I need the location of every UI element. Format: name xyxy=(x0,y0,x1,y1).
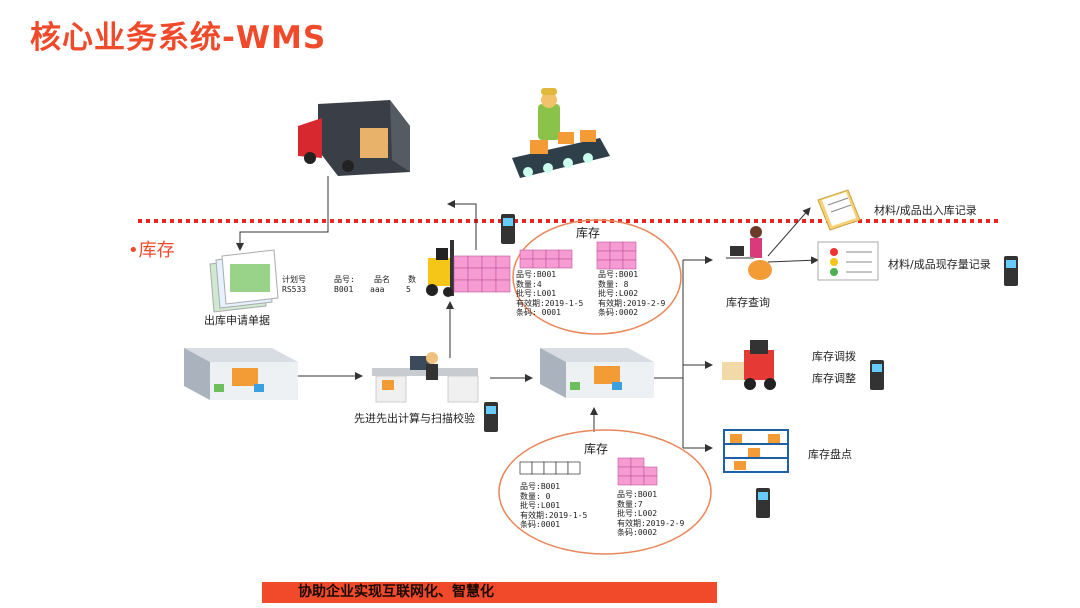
scanner-icon-2 xyxy=(484,402,498,432)
inventory-bottom-title: 库存 xyxy=(584,442,609,456)
plan-header-qty: 数 xyxy=(408,275,416,284)
inventory-top-left-lot: 批号:L001 xyxy=(516,289,557,298)
adjust-label: 库存调整 xyxy=(812,372,856,385)
outbound-doc-label: 出库申请单据 xyxy=(204,314,270,327)
plan-value-name: aaa xyxy=(370,285,385,294)
inventory-bottom-left-qty: 数量: 0 xyxy=(520,491,551,501)
section-tag: •库存 xyxy=(128,240,175,261)
footer-banner: 协助企业实现互联网化、智慧化 xyxy=(262,582,717,603)
plan-value-plan: RS533 xyxy=(282,285,307,294)
inventory-bottom-ellipse xyxy=(498,429,712,555)
scanner-icon-3 xyxy=(1004,256,1018,286)
pink-boxes-top-left xyxy=(519,249,573,269)
plan-header-plan: 计划号 xyxy=(282,275,306,284)
desk-worker-icon xyxy=(372,352,479,403)
inventory-top-right-expiry: 有效期:2019-2-9 xyxy=(598,298,666,308)
arrow-truck-to-docs xyxy=(236,176,329,251)
empty-boxes-bottom-left xyxy=(519,461,581,475)
inventory-top-right-lot: 批号:L002 xyxy=(598,289,639,298)
transfer-forklift-icon xyxy=(722,340,776,390)
scanner-icon-4 xyxy=(870,360,884,390)
arrow-query-to-inout xyxy=(767,207,811,257)
inventory-bottom-left-expiry: 有效期:2019-1-5 xyxy=(520,510,588,520)
inventory-top-ellipse xyxy=(512,219,682,335)
forklift-icon xyxy=(426,240,454,297)
inventory-bottom-right-item: 品号:B001 xyxy=(617,490,658,499)
scanner-icon-1 xyxy=(501,214,515,244)
inventory-top-left-list: 品号:B001 数量:4 批号:L001 有效期:2019-1-5 条码: 00… xyxy=(516,270,583,318)
plan-value-item: B001 xyxy=(334,285,354,294)
inventory-top-left-item: 品号:B001 xyxy=(516,270,557,279)
inventory-top-right-barcode: 条码:0002 xyxy=(598,308,639,317)
shelf-icon xyxy=(723,429,789,473)
pink-boxes-bottom-right xyxy=(617,457,658,486)
inventory-top-left-qty: 数量:4 xyxy=(516,279,542,289)
fifo-scan-label: 先进先出计算与扫描校验 xyxy=(354,412,475,425)
document-stack-icon xyxy=(209,249,279,313)
inventory-query-label: 库存查询 xyxy=(726,296,770,309)
inventory-bottom-right-list: 品号:B001 数量:7 批号:L002 有效期:2019-2-9 条码:000… xyxy=(617,490,684,538)
stocktake-label: 库存盘点 xyxy=(808,448,852,461)
inventory-top-right-qty: 数量: 8 xyxy=(598,279,629,289)
arrow-query-to-current xyxy=(767,256,819,265)
inventory-top-left-barcode: 条码: 0001 xyxy=(516,308,561,317)
current-stock-record-label: 材料/成品现存量记录 xyxy=(888,258,991,271)
inventory-bottom-left-item: 品号:B001 xyxy=(520,482,561,491)
inventory-bottom-left-lot: 批号:L001 xyxy=(520,501,561,510)
inventory-top-title: 库存 xyxy=(576,226,601,240)
query-user-icon xyxy=(726,226,772,280)
plan-header-name: 品名 xyxy=(374,275,390,284)
pink-box-stack-forklift xyxy=(453,255,511,293)
scanner-icon-5 xyxy=(756,488,770,518)
clipboard-icon xyxy=(817,189,861,231)
warehouse-room-icon-1 xyxy=(184,348,298,400)
conveyor-worker-icon xyxy=(512,88,610,178)
stock-report-icon xyxy=(817,241,879,281)
warehouse-room-icon-2 xyxy=(540,348,654,398)
arrow-forklift-up xyxy=(447,200,477,250)
transfer-label: 库存调拨 xyxy=(812,350,856,363)
inventory-top-right-item: 品号:B001 xyxy=(598,270,639,279)
inventory-top-right-list: 品号:B001 数量: 8 批号:L002 有效期:2019-2-9 条码:00… xyxy=(598,270,665,318)
inventory-bottom-left-barcode: 条码:0001 xyxy=(520,520,561,529)
inventory-bottom-right-expiry: 有效期:2019-2-9 xyxy=(617,518,685,528)
truck-icon xyxy=(298,100,410,176)
plan-header-item: 品号: xyxy=(334,275,355,284)
page-title: 核心业务系统-WMS xyxy=(30,20,327,56)
inventory-bottom-right-barcode: 条码:0002 xyxy=(617,528,658,537)
pink-boxes-top-right xyxy=(596,241,637,270)
inventory-bottom-right-qty: 数量:7 xyxy=(617,499,643,509)
inventory-bottom-left-list: 品号:B001 数量: 0 批号:L001 有效期:2019-1-5 条码:00… xyxy=(520,482,587,530)
plan-value-qty: 5 xyxy=(406,285,411,294)
inventory-bottom-right-lot: 批号:L002 xyxy=(617,509,658,518)
in-out-record-label: 材料/成品出入库记录 xyxy=(874,204,977,217)
inventory-top-left-expiry: 有效期:2019-1-5 xyxy=(516,298,584,308)
